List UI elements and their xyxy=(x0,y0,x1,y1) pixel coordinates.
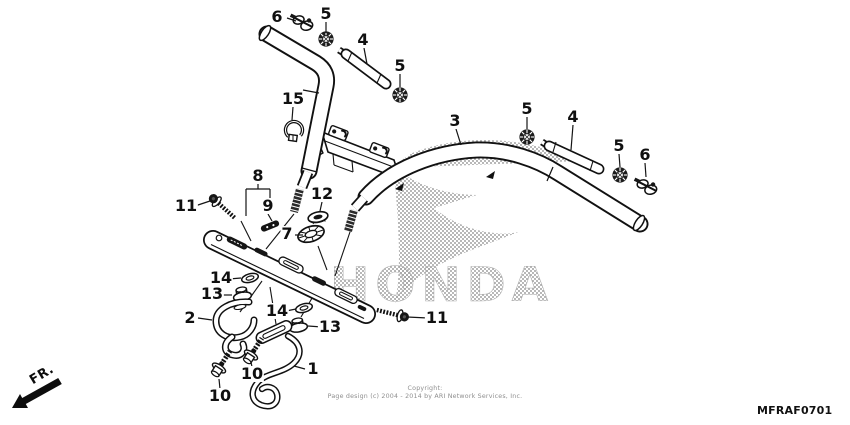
callout-2[interactable]: 2 xyxy=(183,308,197,327)
callout-4[interactable]: 4 xyxy=(566,107,580,126)
callout-11[interactable]: 11 xyxy=(173,196,199,215)
plain-washer xyxy=(293,300,315,316)
callout-6[interactable]: 6 xyxy=(638,145,652,164)
callout-6[interactable]: 6 xyxy=(270,7,284,26)
bar-weight-right xyxy=(540,139,605,175)
callout-5[interactable]: 5 xyxy=(520,99,534,118)
holder-bracket xyxy=(212,298,258,359)
retainer-clip xyxy=(260,220,280,232)
callout-13[interactable]: 13 xyxy=(199,284,225,303)
diagram-code: MFRAF0701 xyxy=(757,404,833,417)
callout-12[interactable]: 12 xyxy=(309,184,335,203)
fr-direction-arrow xyxy=(12,378,62,408)
callout-14[interactable]: 14 xyxy=(208,268,234,287)
bar-weight-left xyxy=(337,47,392,90)
callout-13[interactable]: 13 xyxy=(317,317,343,336)
callout-10[interactable]: 10 xyxy=(239,364,265,383)
knurled-nut xyxy=(611,166,629,184)
callout-11[interactable]: 11 xyxy=(424,308,450,327)
copyright-block: Copyright: Page design (c) 2004 - 2014 b… xyxy=(310,385,540,400)
cable-guide xyxy=(249,320,303,410)
honda-wing-mark xyxy=(394,139,580,303)
callout-3[interactable]: 3 xyxy=(448,111,462,130)
handlebar-pipe xyxy=(258,24,649,233)
callout-14[interactable]: 14 xyxy=(264,301,290,320)
callout-7[interactable]: 7 xyxy=(280,224,294,243)
callout-5[interactable]: 5 xyxy=(612,136,626,155)
copyright-line1: Copyright: xyxy=(407,385,443,392)
callout-4[interactable]: 4 xyxy=(356,30,370,49)
callout-8[interactable]: 8 xyxy=(251,166,265,185)
callout-5[interactable]: 5 xyxy=(319,4,333,23)
knurled-nut xyxy=(518,128,536,146)
callout-1[interactable]: 1 xyxy=(306,359,320,378)
lock-washer xyxy=(297,224,325,244)
knurled-nut xyxy=(391,86,409,104)
collar-washer xyxy=(307,210,329,225)
callout-10[interactable]: 10 xyxy=(207,386,233,405)
copyright-line2: Page design (c) 2004 - 2014 by ARI Netwo… xyxy=(327,392,523,400)
callout-9[interactable]: 9 xyxy=(261,196,275,215)
pointer-arrow-icon xyxy=(395,183,404,191)
callout-5[interactable]: 5 xyxy=(393,56,407,75)
callout-15[interactable]: 15 xyxy=(280,89,306,108)
knurled-nut xyxy=(317,30,335,48)
plain-washer xyxy=(239,270,261,286)
handlebar-upper-holder-bridge xyxy=(203,230,376,324)
pointer-arrow-icon xyxy=(486,171,495,179)
band-clamp xyxy=(283,119,305,143)
wire-clamp xyxy=(288,8,315,35)
socket-bolt xyxy=(206,191,239,223)
